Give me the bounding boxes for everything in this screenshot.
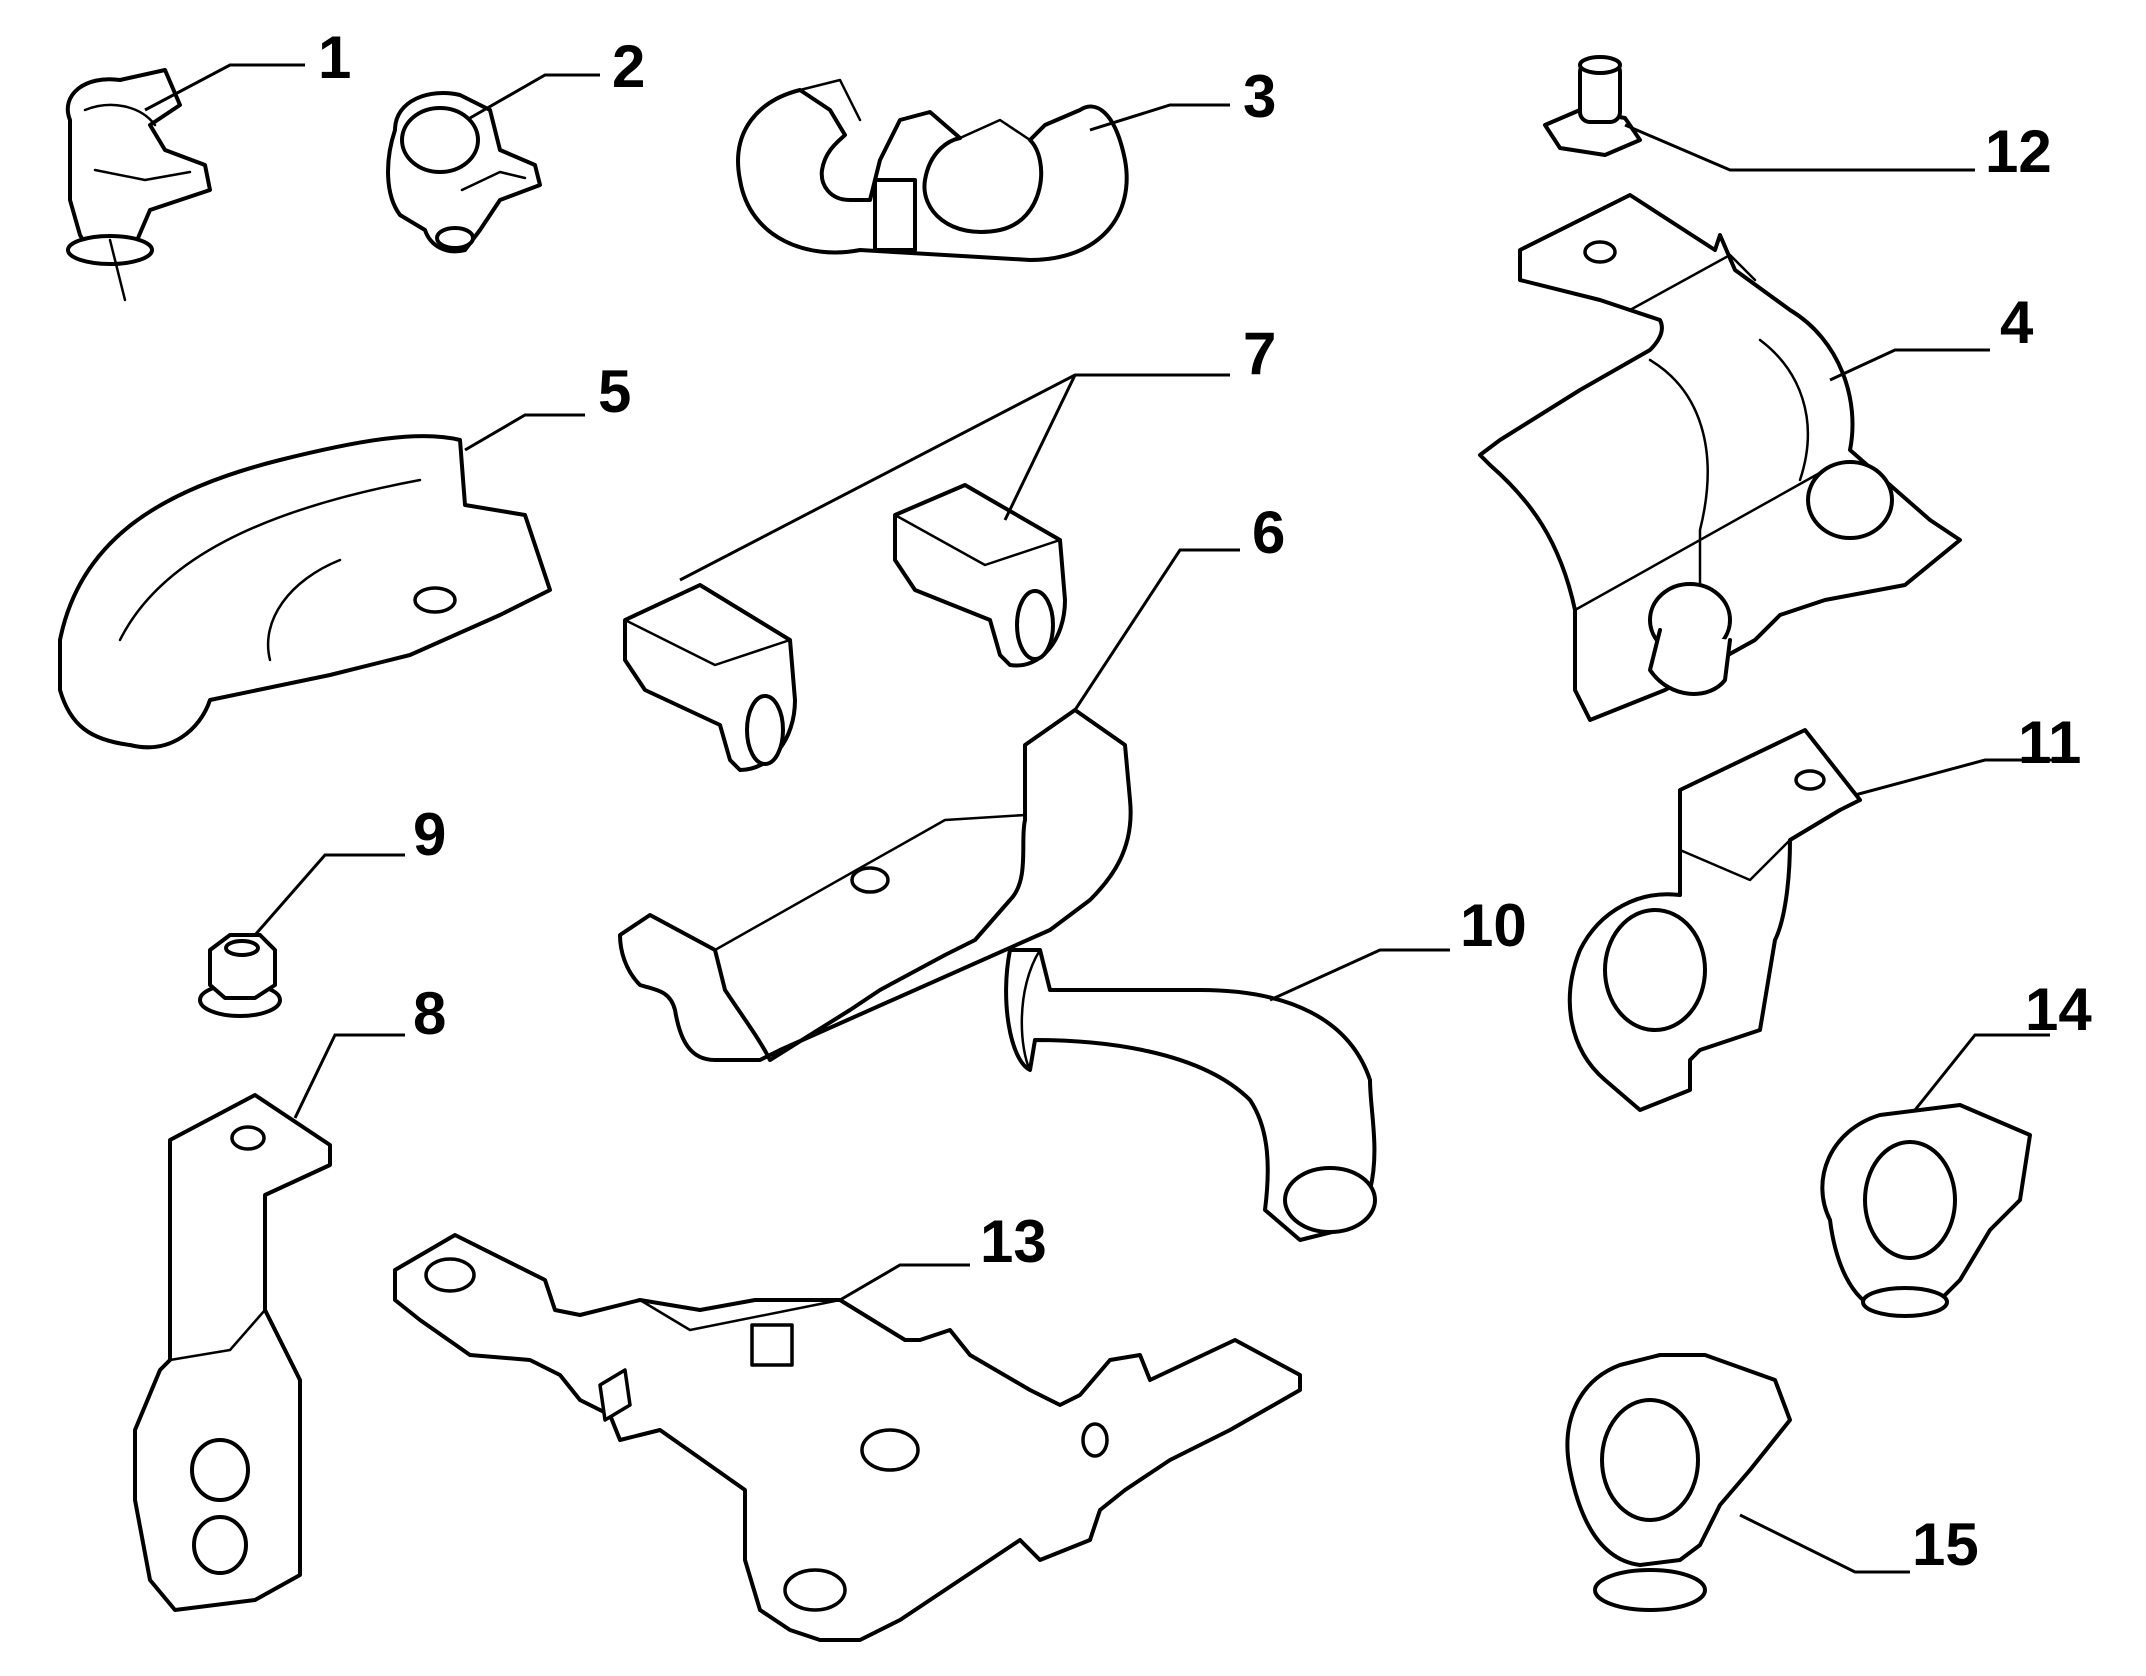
callout-3: 3	[1243, 63, 1276, 130]
part-7-bushing-b	[893, 483, 1067, 668]
leader-7b	[1003, 374, 1077, 521]
leader-11	[1854, 758, 2070, 797]
part-2-clip	[386, 91, 542, 254]
leader-15	[1739, 1513, 1910, 1574]
leader-9	[253, 853, 405, 936]
callout-5: 5	[598, 358, 631, 425]
leader-lines	[144, 63, 2070, 1574]
leader-3	[1089, 103, 1230, 132]
callout-6: 6	[1252, 499, 1285, 566]
part-10-grommet-tube	[1004, 948, 1377, 1242]
callout-9: 9	[413, 801, 446, 868]
part-8-vertical-bracket	[133, 1093, 332, 1612]
callout-8: 8	[413, 980, 446, 1047]
leader-10	[1269, 948, 1450, 1002]
callout-11: 11	[2018, 709, 2081, 776]
callout-12: 12	[1985, 118, 2052, 185]
leader-5	[464, 413, 585, 452]
leader-13	[839, 1263, 970, 1302]
part-11-bracket-clip	[1567, 728, 1862, 1112]
callout-2: 2	[612, 33, 645, 100]
callout-7: 7	[1243, 320, 1276, 387]
part-5-curved-cover	[58, 434, 552, 750]
part-4-large-bracket	[1478, 193, 1962, 722]
part-3-double-clip	[736, 78, 1129, 262]
part-12-stud	[1543, 55, 1642, 157]
leader-6	[1073, 548, 1240, 711]
leader-4	[1829, 348, 1990, 382]
callout-15: 15	[1912, 1511, 1979, 1578]
part-6-cradle-bracket	[618, 708, 1133, 1062]
callout-13: 13	[980, 1208, 1047, 1275]
part-15-pipe-clip	[1565, 1353, 1792, 1612]
callout-labels: 1 2 3 4 5 6 7 8 9 10 11 12 13 14 15	[318, 24, 2092, 1578]
part-1-clip	[66, 68, 212, 302]
leader-8	[293, 1033, 405, 1119]
part-7-bushing-a	[623, 583, 797, 772]
callout-10: 10	[1460, 892, 1527, 959]
leader-12	[1624, 123, 1975, 172]
leader-14	[1913, 1033, 2050, 1111]
part-9-flange-nut	[198, 933, 282, 1018]
leader-1	[144, 63, 305, 112]
part-13-flat-bracket	[393, 1233, 1302, 1642]
callout-1: 1	[318, 24, 351, 91]
callout-14: 14	[2025, 976, 2092, 1043]
callout-4: 4	[2000, 289, 2034, 356]
part-14-pipe-clip	[1820, 1103, 2032, 1318]
leader-2	[469, 73, 600, 120]
